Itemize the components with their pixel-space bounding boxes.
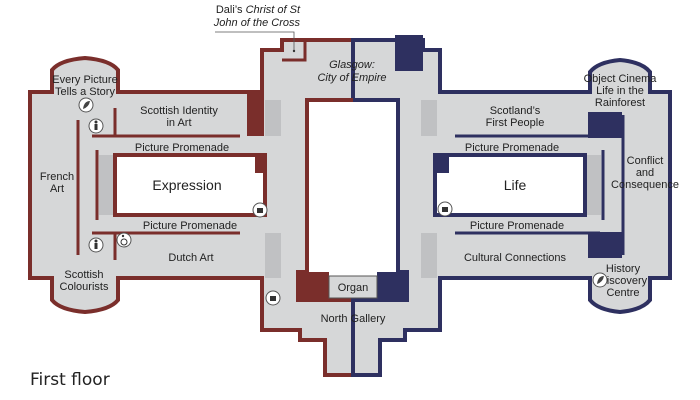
accessible-toilet-icon[interactable] bbox=[116, 232, 132, 248]
callout-italic: Christ of St John of the Cross bbox=[213, 4, 300, 29]
every-picture-label-1: Every Picture bbox=[52, 74, 117, 86]
north-gallery-label: North Gallery bbox=[321, 313, 386, 325]
life-courtyard[interactable] bbox=[433, 153, 587, 217]
callout-prefix: Dali’s bbox=[215, 4, 246, 16]
callout-leader bbox=[215, 31, 295, 50]
first-people-label-1: Scotland’s bbox=[490, 105, 541, 117]
west-promenade-bottom-label: Picture Promenade bbox=[143, 220, 237, 232]
toilet-icon[interactable] bbox=[88, 118, 104, 134]
object-cinema-label-3: Rainforest bbox=[595, 97, 645, 109]
expression-label: Expression bbox=[152, 177, 221, 193]
scottish-identity-label-2: in Art bbox=[166, 117, 191, 129]
central-courtyard bbox=[307, 100, 398, 272]
glasgow-label-1: Glasgow: bbox=[329, 59, 375, 71]
cultural-connections-label: Cultural Connections bbox=[464, 252, 567, 264]
organ-label: Organ bbox=[338, 282, 369, 294]
conflict-label-2: and bbox=[636, 167, 654, 179]
colourists-label-1: Scottish bbox=[64, 269, 103, 281]
east-promenade-top-label: Picture Promenade bbox=[465, 142, 559, 154]
scottish-identity-label-1: Scottish Identity bbox=[140, 105, 218, 117]
glasgow-label-2: City of Empire bbox=[317, 72, 386, 84]
floor-title: First floor bbox=[30, 370, 110, 390]
every-picture-label-2: Tells a Story bbox=[55, 86, 115, 98]
east-wing bbox=[351, 35, 672, 377]
history-label-3: Centre bbox=[606, 287, 639, 299]
lift-icon[interactable] bbox=[265, 290, 281, 306]
dali-callout: Dali’s Christ of St John of the Cross bbox=[210, 4, 300, 30]
french-art-label-2: Art bbox=[50, 183, 64, 195]
west-promenade-top-label: Picture Promenade bbox=[135, 142, 229, 154]
conflict-label-1: Conflict bbox=[627, 155, 664, 167]
lift-icon[interactable] bbox=[252, 202, 268, 218]
object-cinema-label-2: Life in the bbox=[596, 85, 644, 97]
expression-courtyard[interactable] bbox=[113, 153, 267, 217]
discovery-icon[interactable] bbox=[592, 272, 608, 288]
toilet-icon[interactable] bbox=[88, 237, 104, 253]
colourists-label-2: Colourists bbox=[60, 281, 109, 293]
first-people-label-2: First People bbox=[486, 117, 545, 129]
french-art-label-1: French bbox=[40, 171, 74, 183]
dutch-art-label: Dutch Art bbox=[168, 252, 213, 264]
life-label: Life bbox=[504, 177, 527, 193]
history-label-1: History bbox=[606, 263, 641, 275]
lift-icon[interactable] bbox=[437, 201, 453, 217]
conflict-label-3: Consequence bbox=[611, 179, 679, 191]
object-cinema-label-1: Object Cinema bbox=[584, 73, 658, 85]
history-label-2: Discovery bbox=[599, 275, 648, 287]
east-promenade-bottom-label: Picture Promenade bbox=[470, 220, 564, 232]
discovery-icon[interactable] bbox=[78, 97, 94, 113]
organ-room[interactable] bbox=[328, 275, 378, 299]
